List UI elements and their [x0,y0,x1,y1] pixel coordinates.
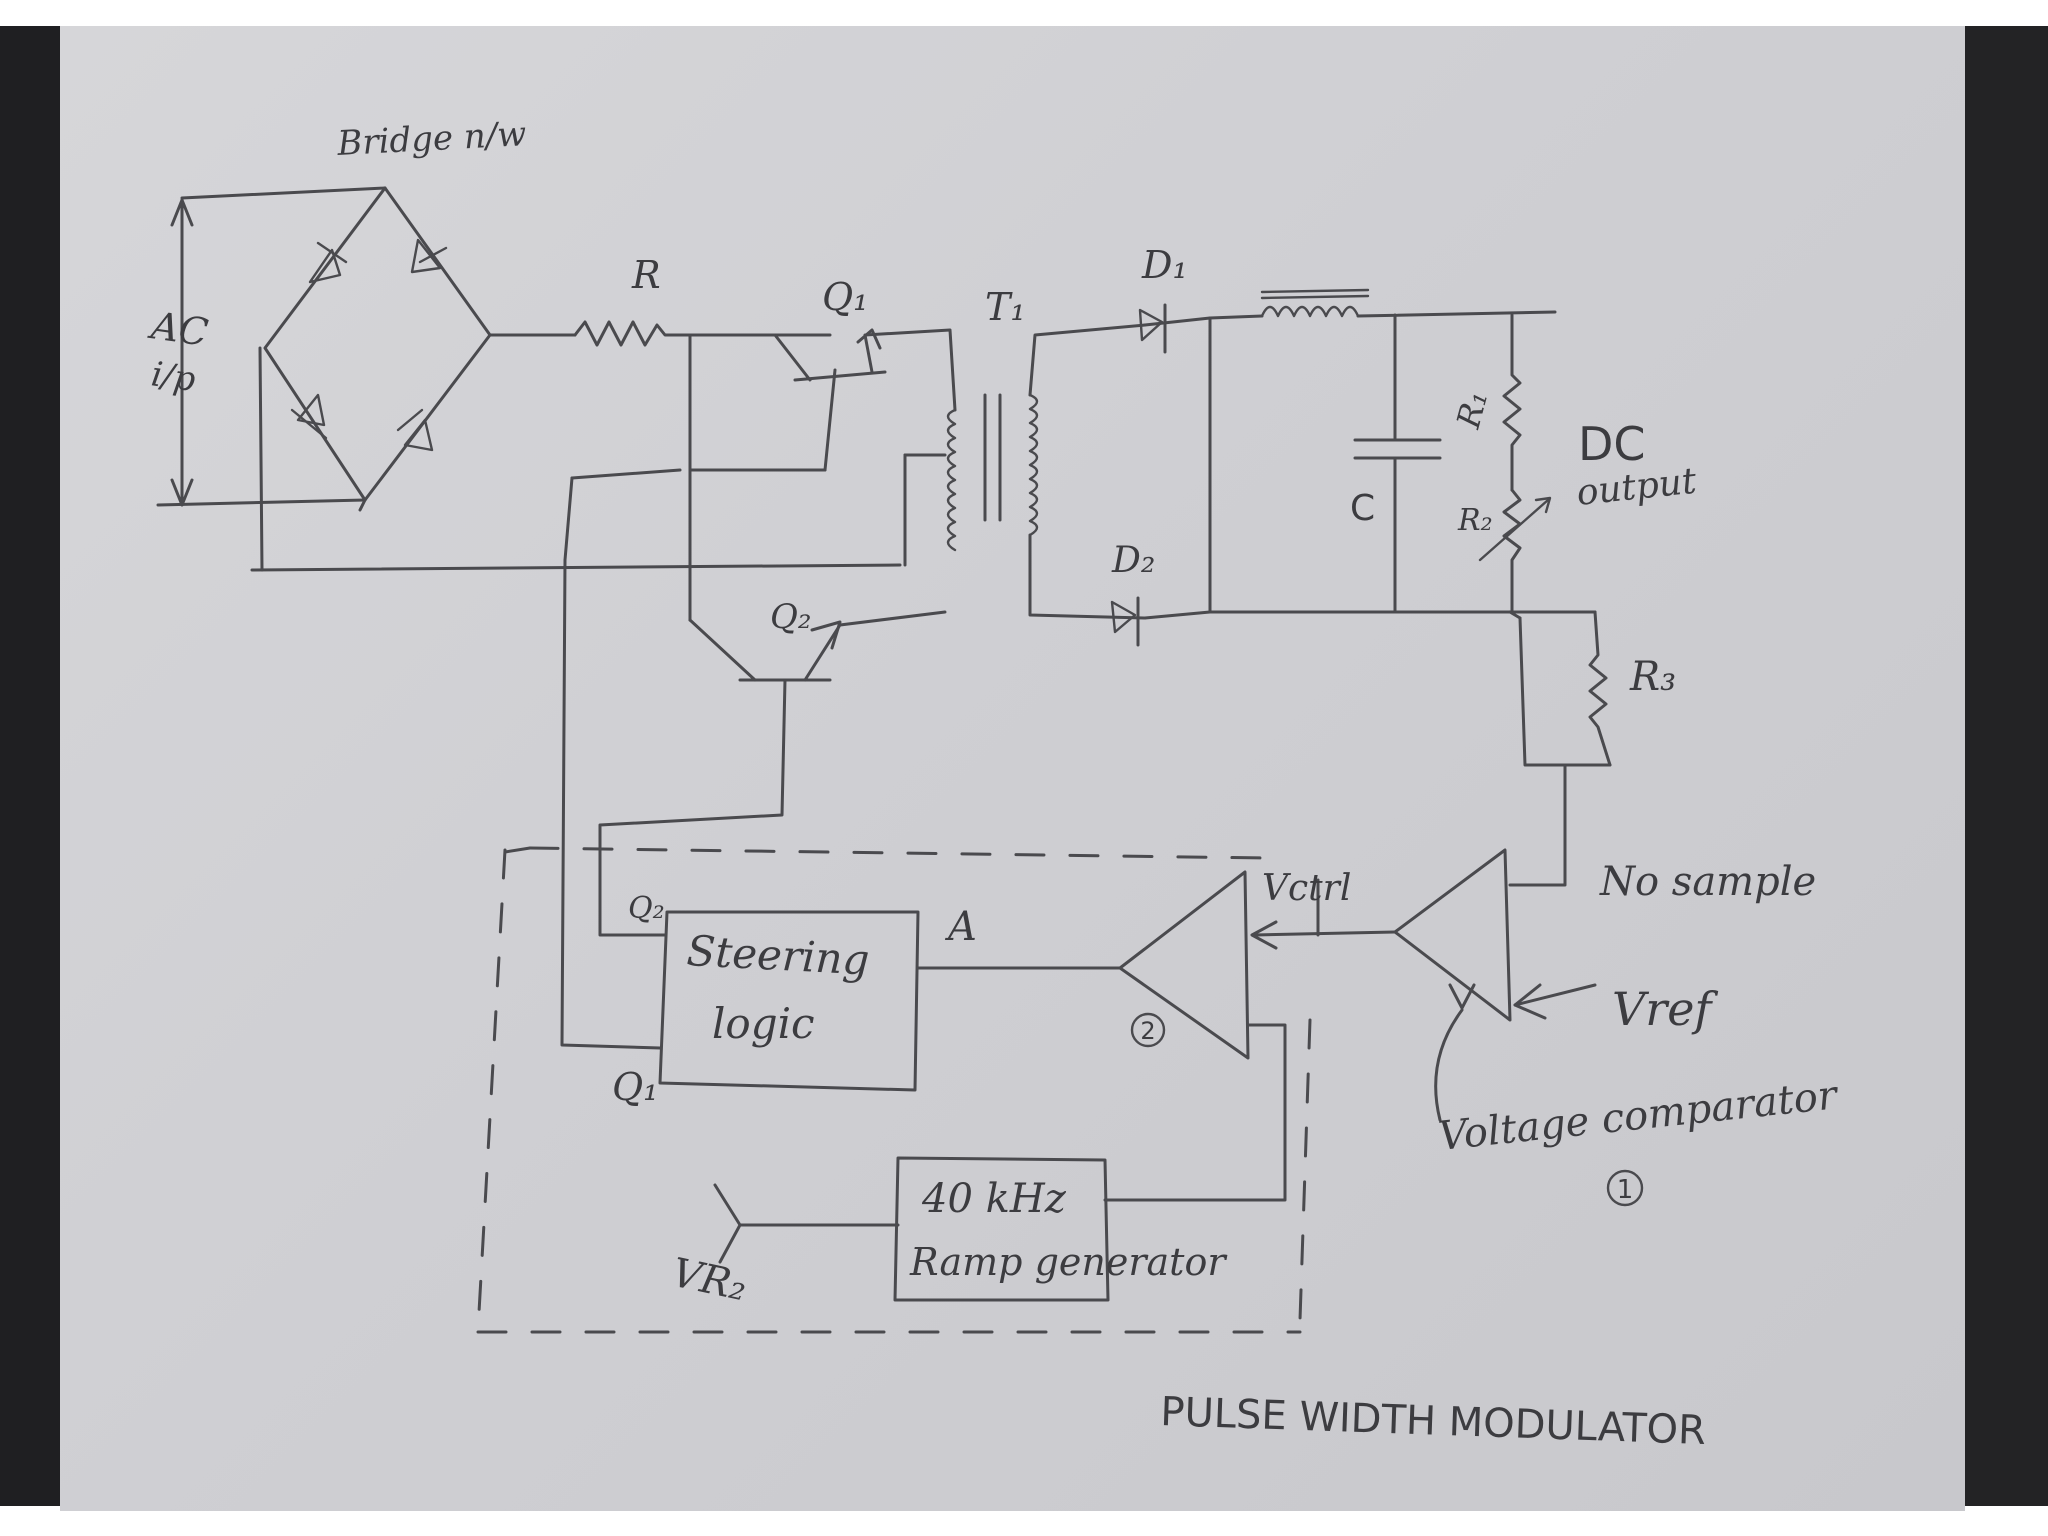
label-steering-q2: Q₂ [628,891,665,926]
label-resistor-r: R [631,253,661,297]
label-d1: D₁ [1141,243,1188,287]
pwm-comparator-2 [1103,870,1287,1202]
label-circle-1: 1 [1617,1175,1634,1205]
label-dc-line1: DC [1578,417,1646,471]
label-r3: R₃ [1629,654,1676,700]
label-bridge: Bridge n/w [335,114,527,164]
resistor-r2 [1478,488,1552,614]
resistor-r3 [1508,610,1612,887]
primary-wiring [250,453,947,1050]
diode-d2 [1110,596,1212,647]
label-node-a: A [944,904,977,950]
label-t1: T₁ [985,285,1026,329]
voltage-comparator-1 [1250,848,1597,1122]
resistor-r [573,320,832,347]
label-no-sample: No sample [1599,859,1816,905]
label-ac-line2: i/p [149,354,198,400]
q1-transistor [688,328,957,622]
label-voltage-comparator: Voltage comparator [1436,1072,1842,1160]
label-d2: D₂ [1111,540,1155,581]
label-q2: Q₂ [770,597,812,637]
label-capacitor: C [1350,488,1375,529]
label-r1: R₁ [1449,387,1496,433]
paper-sheet [60,26,1965,1511]
bridge-diode-lower-left [290,393,328,440]
label-pwm: PULSE WIDTH MODULATOR [1160,1389,1707,1454]
label-steering-line2: logic [712,999,815,1048]
steering-logic-block [658,910,1122,1092]
dark-background-right [1953,26,2048,1506]
inductor-l [1260,288,1370,318]
output-network [1208,288,1597,614]
label-vr2: VR₂ [668,1250,751,1311]
label-ac-line1: AC [146,303,211,355]
label-steering-q1: Q₁ [612,1065,658,1109]
q2-transistor [598,610,947,937]
label-vref: Vref [1612,982,1718,1036]
bridge-rectifier [258,186,577,572]
label-q1: Q₁ [822,275,868,319]
label-steering-line1: Steering [685,926,870,985]
circle-marker-1 [1606,1169,1644,1207]
pwm-boundary [476,846,1312,1334]
bridge-diode-upper-left [308,241,348,284]
label-ramp-line2: Ramp generator [909,1240,1228,1284]
label-ramp-line1: 40 kHz [921,1176,1067,1222]
transformer-t1 [946,323,1147,620]
label-r2: R₂ [1457,503,1493,538]
ramp-generator-block [713,1156,1110,1302]
bridge-diode-upper-right [410,238,448,274]
diode-d1 [1138,303,1212,354]
label-circle-2: 2 [1140,1017,1155,1045]
label-vctrl: Vctrl [1262,868,1351,909]
circle-marker-2 [1130,1012,1166,1048]
bridge-diode-lower-right [396,408,434,452]
capacitor-c [1353,438,1442,460]
resistor-r1 [1502,313,1522,492]
